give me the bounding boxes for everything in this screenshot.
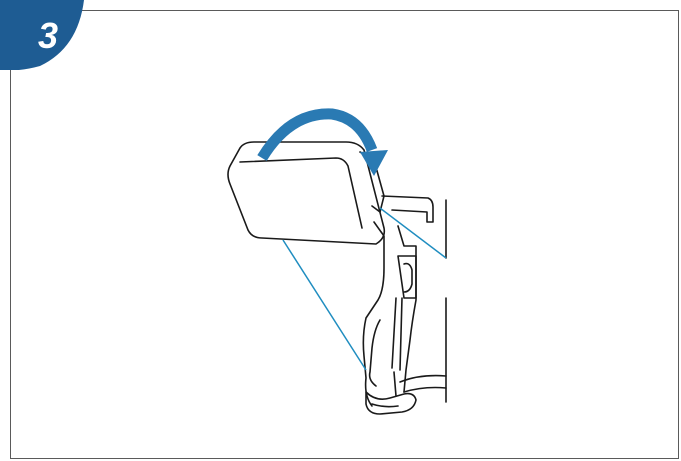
instruction-panel xyxy=(10,10,679,459)
step-badge: 3 xyxy=(0,0,84,71)
presser-foot-sole xyxy=(371,403,399,408)
machine-head-outline xyxy=(381,195,434,223)
leader-line-guide xyxy=(379,207,447,259)
presser-bar xyxy=(391,297,403,371)
presser-foot-upper xyxy=(368,319,381,387)
thread-guide xyxy=(403,262,413,293)
flip-cover-edge xyxy=(239,157,363,229)
rotate-arrow-icon xyxy=(257,108,388,176)
presser-foot-lower xyxy=(365,391,417,415)
needle-bar-housing xyxy=(362,221,385,407)
needle xyxy=(393,371,397,397)
flip-cover xyxy=(227,141,386,245)
feed-plate-edge xyxy=(399,374,447,393)
leader-line-cover xyxy=(282,239,367,371)
needle-clamp xyxy=(397,255,417,299)
step-badge-shape xyxy=(0,0,84,71)
step-number: 3 xyxy=(37,15,59,56)
